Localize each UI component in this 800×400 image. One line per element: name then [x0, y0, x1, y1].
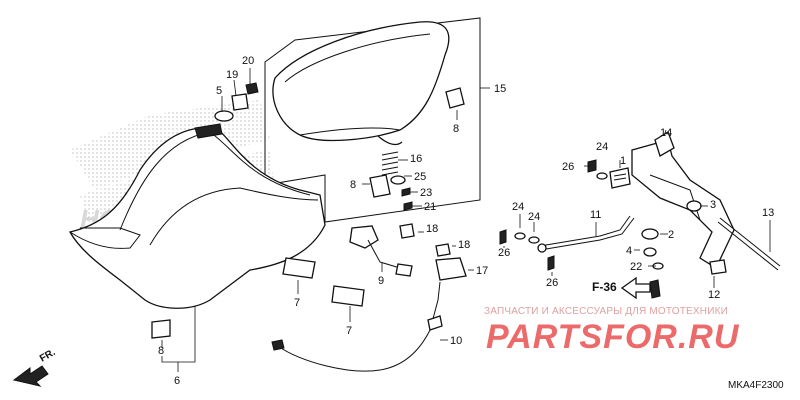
- callout-10: 10: [450, 335, 462, 347]
- callout-15: 15: [494, 83, 506, 95]
- reference-arrow: [620, 276, 651, 300]
- callout-5: 5: [216, 85, 222, 97]
- rubber-blocks: [282, 257, 365, 307]
- callout-12: 12: [708, 289, 720, 301]
- callout-16: 16: [410, 153, 422, 165]
- bolt-collar-stack: [214, 82, 259, 122]
- callout-26b: 26: [498, 247, 510, 259]
- callout-18a: 18: [426, 223, 438, 235]
- diagram-code: MKA4F2300: [728, 380, 784, 391]
- rear-seat: [272, 21, 450, 146]
- callout-8b: 8: [350, 179, 356, 191]
- spring-and-fasteners: [381, 151, 413, 211]
- watermark-text: ЗАПЧАСТИ И АКСЕССУАРЫ ДЛЯ МОТОТЕХНИКИ: [484, 306, 729, 317]
- callout-14: 14: [660, 127, 672, 139]
- leader-lines: [161, 68, 771, 372]
- seat-lock-cable: [271, 281, 443, 372]
- callout-9: 9: [378, 275, 384, 287]
- seat-lock-assembly: [349, 223, 467, 281]
- front-direction-arrow: FR.: [12, 347, 58, 387]
- rear-seat-group-box: [264, 17, 481, 223]
- watermark-brand: PARTSFOR.RU: [486, 318, 740, 356]
- callout-13: 13: [762, 207, 774, 219]
- callout-numbers: 15 8 16 8 25 23 21 20 19 5 8 6 7 7 9 18 …: [158, 55, 774, 387]
- callout-26c: 26: [546, 277, 558, 289]
- callout-8a: 8: [453, 123, 459, 135]
- callout-19: 19: [226, 69, 238, 81]
- callout-18b: 18: [458, 239, 470, 251]
- callout-8c: 8: [158, 345, 164, 357]
- callout-25: 25: [414, 171, 426, 183]
- release-rod: [537, 215, 635, 253]
- callout-21: 21: [424, 201, 436, 213]
- rubber-bumpers: [151, 87, 465, 339]
- hinge-bracket-assembly: [609, 131, 781, 275]
- callout-22: 22: [630, 261, 642, 273]
- reference-label: F-36: [592, 280, 617, 294]
- callout-24a: 24: [596, 141, 608, 153]
- front-label: FR.: [38, 347, 58, 365]
- callout-26a: 26: [562, 161, 574, 173]
- callout-20: 20: [242, 55, 254, 67]
- callout-6: 6: [174, 375, 180, 387]
- callout-7b: 7: [346, 325, 352, 337]
- main-seat: [69, 123, 326, 309]
- callout-24b: 24: [512, 201, 524, 213]
- callout-17: 17: [476, 265, 488, 277]
- callout-1: 1: [620, 155, 626, 167]
- callout-4: 4: [626, 245, 632, 257]
- callout-2: 2: [668, 229, 674, 241]
- clips-and-pins: [499, 159, 661, 299]
- callout-11: 11: [590, 209, 601, 221]
- callout-7a: 7: [294, 297, 300, 309]
- callout-3: 3: [710, 199, 716, 211]
- callout-24c: 24: [528, 211, 540, 223]
- callout-23: 23: [420, 187, 432, 199]
